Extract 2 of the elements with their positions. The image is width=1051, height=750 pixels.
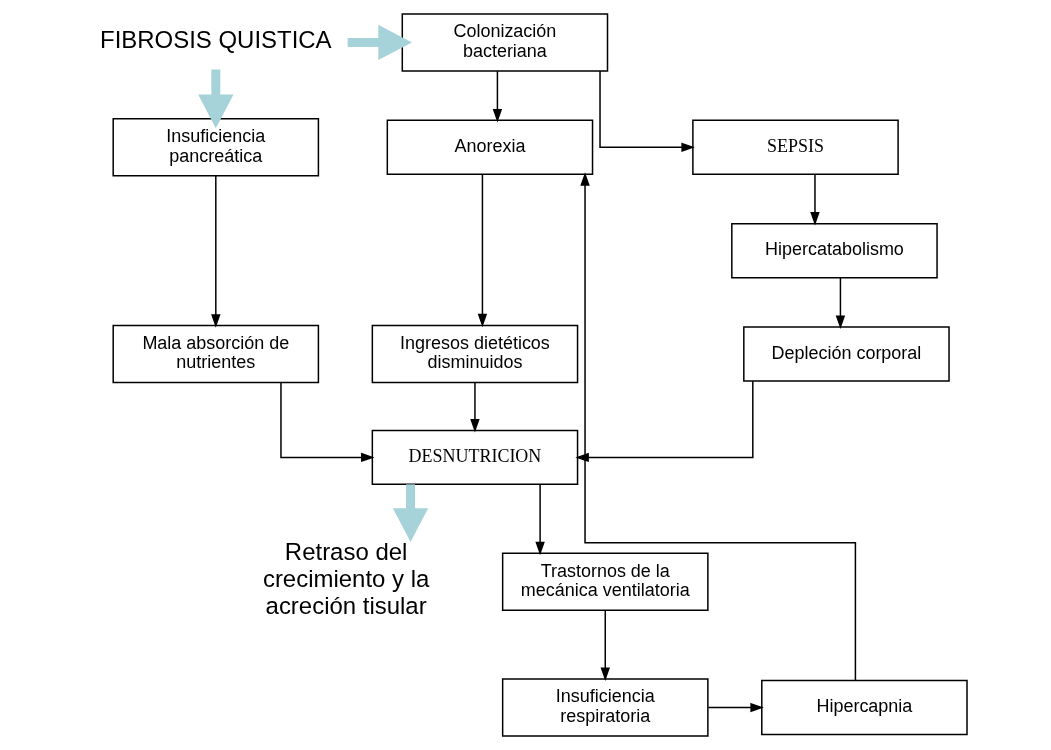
node-text: Retraso del crecimiento y la acreción tisular [262,538,430,620]
node-text: FIBROSIS QUISTICA [100,26,332,54]
